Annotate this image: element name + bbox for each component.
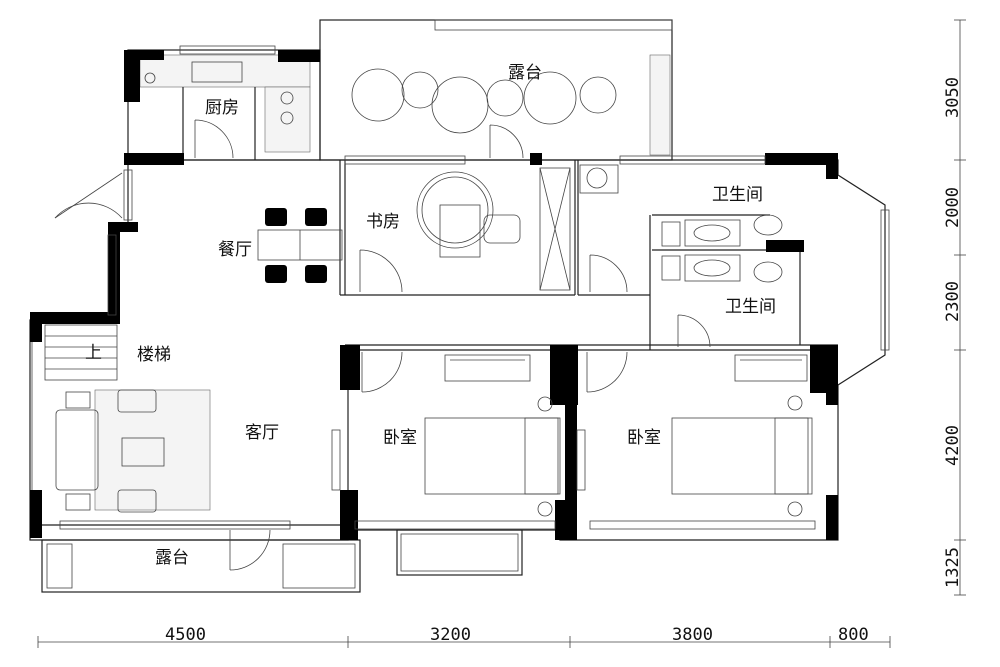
toilet-icon xyxy=(753,214,783,236)
bed-1 xyxy=(424,417,561,495)
doors xyxy=(54,119,711,571)
label-living: 客厅 xyxy=(245,423,279,443)
dim-right-1: 3050 xyxy=(943,77,963,118)
label-terrace-top: 露台 xyxy=(508,63,542,83)
windows xyxy=(59,45,890,530)
washer-icon xyxy=(586,167,608,189)
bedroom-1-bay xyxy=(396,529,523,576)
label-up-mark: 上 xyxy=(85,343,102,363)
sofa-icon xyxy=(55,409,99,491)
kitchen-stove-counter xyxy=(264,86,311,153)
dim-right-4: 4200 xyxy=(943,425,963,466)
label-bath-2: 卫生间 xyxy=(725,297,776,317)
dimension-bottom: 4500 3200 3800 800 xyxy=(37,625,891,648)
terrace-plants xyxy=(351,68,617,134)
study-desk xyxy=(439,204,481,258)
dim-bottom-4: 800 xyxy=(838,625,869,645)
dim-bottom-1: 4500 xyxy=(165,625,206,645)
room-labels: 露台 厨房 餐厅 书房 卫生间 卫生间 上 楼梯 客厅 卧室 卧室 露台 xyxy=(85,63,776,568)
label-dining: 餐厅 xyxy=(218,240,252,260)
dim-bottom-2: 3200 xyxy=(430,625,471,645)
study-chair xyxy=(483,214,521,244)
stairs-steps xyxy=(44,324,118,381)
round-rug xyxy=(416,171,494,249)
label-bedroom-1: 卧室 xyxy=(383,428,417,448)
dim-right-3: 2300 xyxy=(943,281,963,322)
label-study: 书房 xyxy=(366,212,400,232)
terrace-planter xyxy=(649,54,671,156)
bed-2 xyxy=(671,417,813,495)
label-bedroom-2: 卧室 xyxy=(627,428,661,448)
sink-icon xyxy=(191,61,243,83)
label-bath-1: 卫生间 xyxy=(712,185,763,205)
chair-icon xyxy=(265,208,287,226)
living-rug xyxy=(94,389,211,511)
label-kitchen: 厨房 xyxy=(205,98,239,118)
top-terrace-outline xyxy=(319,19,673,161)
dim-right-2: 2000 xyxy=(943,187,963,228)
bottom-terrace-outline xyxy=(41,539,361,593)
label-stairs: 楼梯 xyxy=(137,345,171,365)
label-terrace-bottom: 露台 xyxy=(155,548,189,568)
wardrobe-2 xyxy=(734,354,808,382)
furniture xyxy=(44,61,813,517)
dim-bottom-3: 3800 xyxy=(672,625,713,645)
washbasin-icon xyxy=(684,219,741,247)
dim-right-5: 1325 xyxy=(943,547,963,588)
structural-columns xyxy=(30,50,838,540)
dimension-right: 3050 2000 2300 4200 1325 xyxy=(943,19,966,596)
wardrobe-1 xyxy=(444,354,531,382)
tea-table xyxy=(121,437,165,467)
study-bookshelf xyxy=(539,167,571,291)
